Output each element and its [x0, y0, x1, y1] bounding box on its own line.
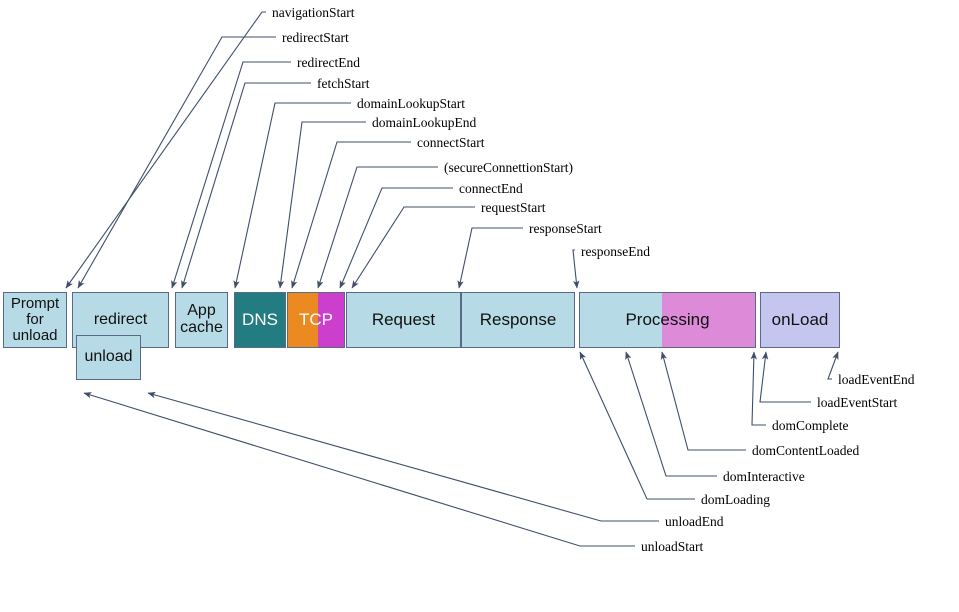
annotation-label-connectEnd: connectEnd [459, 181, 523, 196]
phase-label-processing: Processing [625, 310, 710, 330]
top-connectors [65, 11, 580, 289]
connector-domLoading [579, 351, 695, 500]
phase-label-request: Request [371, 310, 436, 330]
connector-domainLookupStart [233, 102, 351, 289]
connector-unloadStart [83, 392, 635, 547]
phase-box-response: Response [461, 292, 575, 348]
connector-fetchStart [181, 82, 311, 289]
bottom-connectors [83, 351, 839, 547]
connector-redirectStart [77, 36, 276, 289]
annotation-label-domComplete: domComplete [772, 418, 849, 433]
connector-navigationStart [65, 11, 266, 289]
phase-box-tcp: TCP [287, 292, 345, 348]
connector-connectEnd [339, 187, 453, 289]
connector-loadEventStart [759, 351, 811, 403]
connector-unloadEnd [147, 391, 659, 522]
connector-secureConnectionStart [317, 166, 438, 289]
annotation-label-responseStart: responseStart [529, 221, 602, 236]
connector-domContentLoaded [660, 351, 746, 451]
phase-box-tcp-secondary-fill [317, 293, 344, 347]
annotation-label-domainLookupEnd: domainLookupEnd [372, 115, 477, 130]
annotation-label-fetchStart: fetchStart [317, 76, 370, 91]
annotation-label-unloadEnd: unloadEnd [665, 514, 724, 529]
connector-responseEnd [572, 249, 580, 289]
phase-label-onload: onLoad [771, 310, 829, 330]
connector-connectStart [291, 141, 411, 289]
phase-label-response: Response [479, 310, 557, 330]
annotation-label-secureConnectionStart: (secureConnettionStart) [444, 160, 573, 175]
phase-box-dns: DNS [234, 292, 286, 348]
phase-label-tcp: TCP [299, 310, 333, 330]
annotation-label-redirectStart: redirectStart [282, 30, 349, 45]
connector-domainLookupEnd [277, 121, 366, 289]
annotation-label-domInteractive: domInteractive [723, 469, 805, 484]
phase-box-processing: Processing [579, 292, 756, 348]
annotation-label-loadEventEnd: loadEventEnd [838, 372, 915, 387]
annotation-label-redirectEnd: redirectEnd [297, 55, 360, 70]
phase-label-dns: DNS [242, 310, 278, 330]
phase-label-unload: unload [84, 348, 133, 366]
connector-loadEventEnd [827, 351, 839, 380]
annotation-label-loadEventStart: loadEventStart [817, 395, 898, 410]
connector-domComplete [750, 351, 766, 426]
annotation-label-domLoading: domLoading [701, 492, 770, 507]
connector-domInteractive [625, 351, 717, 477]
phase-box-onload: onLoad [760, 292, 840, 348]
annotation-label-domContentLoaded: domContentLoaded [752, 443, 860, 458]
phase-label-redirect: redirect [93, 310, 148, 328]
annotation-label-connectStart: connectStart [417, 135, 485, 150]
annotation-label-domainLookupStart: domainLookupStart [357, 96, 465, 111]
phase-box-request: Request [346, 292, 461, 348]
annotation-label-navigationStart: navigationStart [272, 5, 355, 20]
connector-redirectEnd [171, 61, 291, 289]
connector-responseStart [457, 227, 523, 289]
phase-box-unload: unload [76, 335, 141, 380]
annotation-label-responseEnd: responseEnd [581, 244, 650, 259]
annotation-label-unloadStart: unloadStart [641, 539, 704, 554]
phase-box-processing-secondary-fill [662, 293, 755, 347]
annotation-label-requestStart: requestStart [481, 200, 546, 215]
connector-requestStart [351, 206, 475, 289]
